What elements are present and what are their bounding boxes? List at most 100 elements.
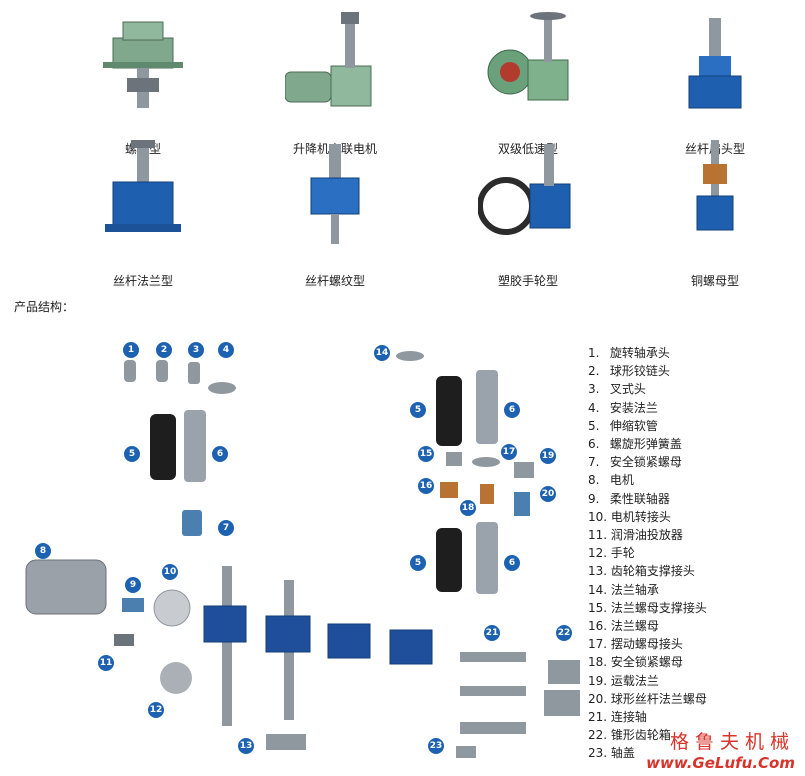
jack-1 — [203, 605, 247, 643]
legend-item: 16. 法兰螺母 — [588, 617, 798, 635]
carrying-flange — [514, 462, 534, 478]
legend-label: 伸缩软管 — [609, 418, 658, 433]
badge-6: 6 — [504, 402, 520, 418]
fork-head — [188, 362, 200, 384]
legend-num: 19. — [588, 673, 608, 688]
flexible-coupling — [122, 598, 144, 612]
product-caption: 塑胶手轮型 — [497, 274, 558, 288]
jack-4 — [389, 629, 433, 665]
badge-5: 5 — [410, 555, 426, 571]
jack-column-1 — [222, 566, 232, 726]
legend-item: 8. 电机 — [588, 471, 798, 489]
connecting-shaft-2 — [460, 686, 526, 696]
ball-screw-flange-nut — [514, 492, 530, 516]
structure-diagram — [25, 351, 580, 758]
spring-cover-right-top — [476, 370, 498, 444]
rotary-bearing-head — [124, 360, 136, 382]
badge-10: 10 — [162, 564, 178, 580]
bellows-right-bottom — [436, 528, 462, 592]
safety-lock-nut — [480, 484, 494, 504]
badge-7: 7 — [218, 520, 234, 536]
legend-label: 摆动螺母接头 — [610, 637, 683, 652]
legend-label: 安全锁紧螺母 — [609, 455, 682, 470]
badge-6: 6 — [504, 555, 520, 571]
watermark-url: www.GeLufu.Com — [646, 754, 795, 772]
shaft-cover — [456, 746, 476, 758]
legend-label: 齿轮箱支撑接头 — [610, 564, 695, 579]
motor — [25, 559, 107, 615]
badge-11: 11 — [98, 655, 114, 671]
legend-num: 2. — [588, 364, 600, 379]
legend-item: 15. 法兰螺母支撑接头 — [588, 599, 798, 617]
legend-num: 11. — [588, 528, 608, 543]
product-caption: 铜螺母型 — [690, 274, 739, 288]
legend-label: 法兰螺母 — [610, 619, 659, 634]
screw-thread-jack-icon — [310, 144, 360, 244]
legend-num: 16. — [588, 619, 608, 634]
handwheel — [160, 662, 192, 694]
badge-6: 6 — [212, 446, 228, 462]
legend-label: 球形铰链头 — [609, 364, 670, 379]
product-caption: 丝杆螺纹型 — [304, 274, 365, 288]
legend-num: 3. — [588, 382, 600, 397]
legend-label: 球形丝杆法兰螺母 — [610, 691, 707, 706]
swivel-nut-joint — [472, 457, 500, 467]
legend-item: 2. 球形铰链头 — [588, 362, 798, 380]
legend-label: 法兰轴承 — [610, 582, 659, 597]
legend-label: 螺旋形弹簧盖 — [609, 437, 682, 452]
legend-num: 20. — [588, 691, 608, 706]
legend-num: 6. — [588, 437, 600, 452]
bevel-gearbox-2 — [544, 690, 580, 716]
legend-item: 10. 电机转接头 — [588, 508, 798, 526]
product-card-copper-nut: 铜螺母型 — [635, 140, 795, 288]
legend-num: 5. — [588, 418, 600, 433]
watermark-cn: 格鲁夫机械 — [669, 731, 795, 753]
watermark: 格鲁夫机械 www.GeLufu.Com — [646, 727, 795, 772]
badge-3: 3 — [188, 342, 204, 358]
mounting-flange — [208, 382, 236, 394]
legend-item: 12. 手轮 — [588, 544, 798, 562]
badge-5: 5 — [124, 446, 140, 462]
legend-num: 17. — [588, 637, 608, 652]
worm-jack-green-nut-icon — [103, 21, 183, 108]
screw-flange-jack-icon — [105, 140, 181, 232]
badge-21: 21 — [484, 625, 500, 641]
legend-num: 23. — [588, 746, 608, 761]
legend-item: 20. 球形丝杆法兰螺母 — [588, 690, 798, 708]
legend-label: 旋转轴承头 — [609, 346, 670, 360]
legend-num: 22. — [588, 728, 608, 743]
double-reduction-jack-icon — [487, 12, 569, 101]
legend-num: 8. — [588, 473, 600, 488]
badge-12: 12 — [148, 702, 164, 718]
flange-bearing — [396, 351, 424, 361]
legend-item: 7. 安全锁紧螺母 — [588, 453, 798, 471]
product-card-handwheel: 塑胶手轮型 — [448, 140, 608, 288]
badge-22: 22 — [556, 625, 572, 641]
legend-label: 电机转接头 — [610, 509, 671, 524]
badge-18: 18 — [460, 500, 476, 516]
badge-15: 15 — [418, 446, 434, 462]
legend-item: 4. 安装法兰 — [588, 399, 798, 417]
legend-label: 法兰螺母支撑接头 — [610, 600, 707, 615]
motor-adapter — [153, 589, 191, 627]
legend-item: 9. 柔性联轴器 — [588, 490, 798, 508]
badge-5: 5 — [410, 402, 426, 418]
legend-item: 23. 轴盖 — [588, 744, 798, 762]
legend-num: 9. — [588, 491, 600, 506]
product-card-motor-type: 升降机直联电机 — [255, 8, 415, 156]
badge-1: 1 — [123, 342, 139, 358]
spring-cover-left — [184, 410, 206, 482]
legend-label: 电机 — [609, 473, 634, 488]
lock-nut-left — [182, 510, 202, 536]
product-caption: 双级低速型 — [497, 142, 558, 156]
jack-2 — [265, 615, 311, 653]
legend-item: 17. 摆动螺母接头 — [588, 635, 798, 653]
lube-dispenser — [114, 634, 134, 646]
legend-label: 轴盖 — [610, 746, 635, 761]
connecting-shaft-3 — [460, 722, 526, 734]
product-card-thread-type: 丝杆螺纹型 — [255, 140, 415, 288]
product-card-flat-head: 丝杆扁头型 — [635, 8, 795, 156]
spring-cover-right-bottom — [476, 522, 498, 594]
legend-label: 安装法兰 — [609, 400, 658, 415]
legend-item: 19. 运载法兰 — [588, 672, 798, 690]
